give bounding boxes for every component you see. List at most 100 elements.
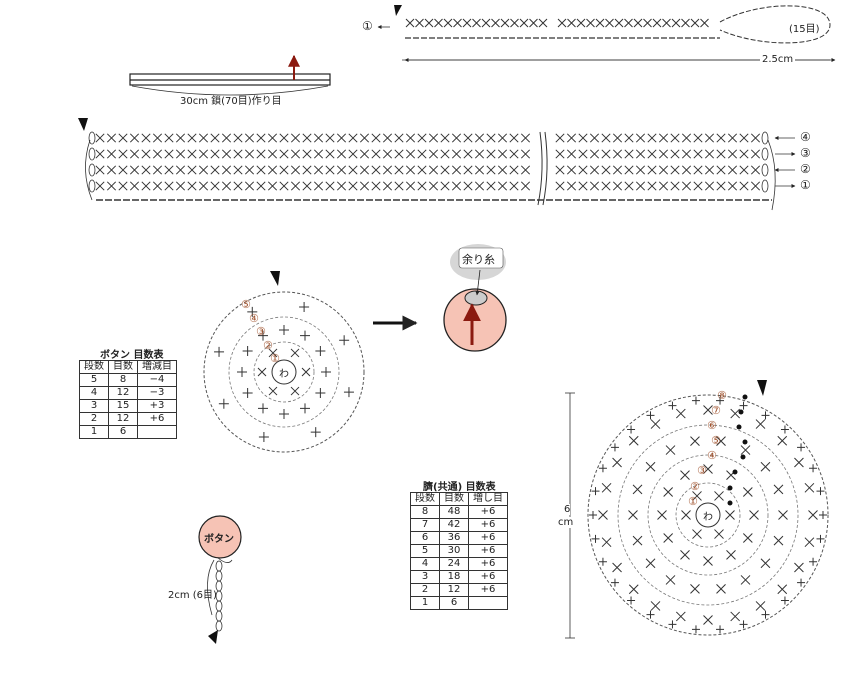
sc-stitch-icon [598,557,607,566]
sc-stitch-icon [462,18,472,28]
magic-ring-icon [695,502,721,528]
sc-stitch-icon [187,165,197,175]
slip-stitch-icon [738,409,744,415]
sc-stitch-icon [371,181,381,191]
sc-stitch-icon [510,18,519,28]
sc-stitch-icon [244,133,255,143]
sc-stitch-icon [210,133,220,143]
sc-stitch-icon [424,18,434,28]
sc-stitch-icon [164,133,174,143]
sc-stitch-icon [106,165,117,175]
sc-stitch-icon [716,149,726,159]
sc-stitch-icon [778,510,788,520]
sc-stitch-icon [555,133,565,143]
sc-stitch-icon [237,367,247,377]
sc-stitch-icon [773,535,784,546]
sc-stitch-icon [690,584,700,594]
strip-chain-loop [719,5,831,44]
sc-stitch-icon [819,511,827,519]
navel-round-label: ⑤ [711,434,721,447]
sc-stitch-icon [690,18,700,28]
sc-stitch-icon [106,181,117,191]
sc-stitch-icon [210,149,220,159]
sc-stitch-icon [646,610,655,619]
sc-stitch-icon [95,149,105,159]
sc-stitch-icon [797,443,806,452]
sc-stitch-icon [589,165,600,175]
sc-stitch-icon [657,510,667,520]
sc-stitch-icon [612,165,623,175]
band-stitch-grid [88,131,769,193]
sc-stitch-icon [739,149,749,159]
sc-stitch-icon [279,409,289,419]
button-table-title: ボタン 目数表 [100,350,164,361]
sc-stitch-icon [486,149,496,159]
sc-stitch-icon [405,149,416,159]
navel-size-value: 6 [564,504,571,515]
sc-stitch-icon [555,181,565,191]
sc-stitch-icon [614,18,624,28]
navel-round-label: ③ [697,464,707,477]
chain-stitch-icon [215,620,223,632]
sc-stitch-icon [481,18,491,28]
button-cord-diagram [198,515,242,644]
sc-stitch-icon [749,510,759,520]
sc-stitch-icon [635,165,646,175]
sc-stitch-icon [700,18,709,28]
sc-stitch-icon [440,165,450,175]
sc-stitch-icon [520,133,531,143]
sc-stitch-icon [716,436,726,446]
sc-stitch-icon [589,511,597,519]
sc-stitch-icon [129,165,140,175]
sc-stitch-icon [382,165,393,175]
sc-stitch-icon [716,133,726,143]
sc-stitch-icon [730,408,741,419]
sc-stitch-icon [244,149,255,159]
sc-stitch-icon [417,181,427,191]
sc-stitch-icon [382,149,393,159]
sc-stitch-icon [601,537,612,548]
sc-stitch-icon [628,584,639,595]
sc-stitch-icon [118,181,128,191]
strip-width-label: 2.5cm [760,54,796,65]
sc-stitch-icon [267,165,278,175]
sc-stitch-icon [141,181,151,191]
sc-stitch-icon [359,165,370,175]
sc-stitch-icon [491,18,500,28]
sc-stitch-icon [313,133,324,143]
sc-stitch-icon [267,133,278,143]
sc-stitch-icon [221,133,232,143]
sc-stitch-icon [652,18,662,28]
sc-stitch-icon [755,601,766,611]
sc-stitch-icon [371,133,381,143]
sc-stitch-icon [557,18,567,28]
sc-stitch-icon [129,181,140,191]
band-row-label: ① [800,178,811,192]
chain-stitch-icon [215,610,223,622]
sc-stitch-icon [589,149,600,159]
sc-stitch-icon [382,181,393,191]
sc-stitch-icon [405,18,415,28]
sc-stitch-icon [325,181,335,191]
sc-stitch-icon [256,149,266,159]
sc-stitch-icon [780,425,789,434]
sc-stitch-icon [635,133,646,143]
sc-stitch-icon [739,620,748,629]
sc-stitch-icon [624,18,633,28]
sc-stitch-icon [497,181,508,191]
start-marker-icon [757,380,767,396]
sc-stitch-icon [680,470,690,481]
sc-stitch-icon [279,325,289,335]
sc-stitch-icon [440,149,450,159]
sc-stitch-icon [118,133,128,143]
slip-stitch-icon [742,394,748,400]
sc-stitch-icon [405,133,416,143]
sc-stitch-icon [233,165,243,175]
sc-stitch-icon [693,165,703,175]
